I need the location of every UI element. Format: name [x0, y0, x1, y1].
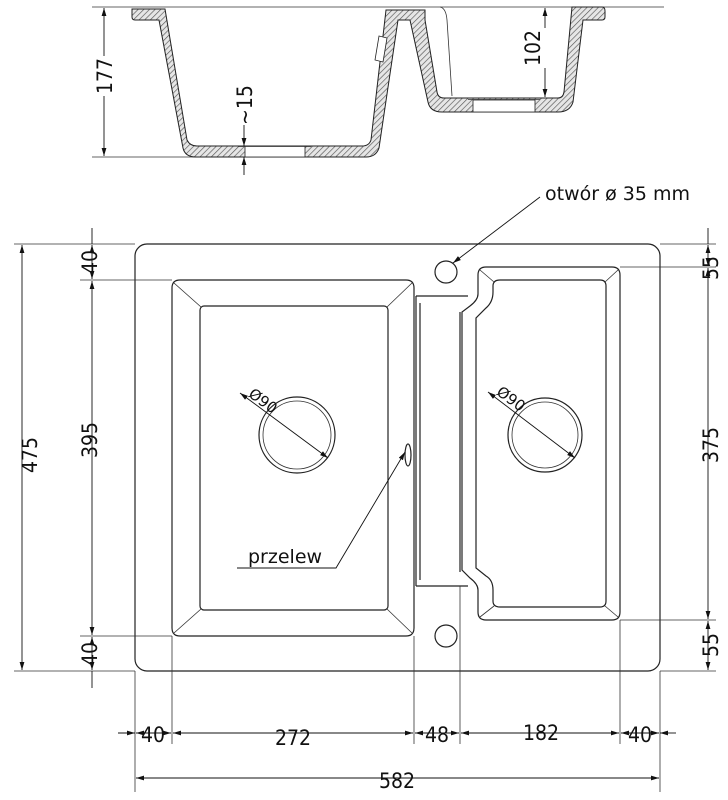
left-dim-top-margin: 40 [78, 250, 102, 274]
right-bowl: Ø90 [461, 266, 621, 621]
bottom-dimensions: 40 272 48 182 40 582 [118, 586, 676, 793]
total-width-label: 582 [379, 769, 415, 793]
right-dim-bottom-margin: 55 [699, 633, 723, 657]
right-dim-top-margin: 55 [699, 256, 723, 280]
overflow-hole [404, 443, 412, 467]
overflow-callout-leader [237, 451, 406, 569]
left-dim-bowl-height: 395 [78, 422, 102, 458]
middle-channel [415, 295, 468, 587]
bottom-dim-right-bowl: 182 [523, 721, 559, 745]
small-depth-label: 102 [521, 30, 545, 66]
bottom-thickness-label: ~15 [233, 85, 257, 125]
bottom-dim-middle: 48 [425, 723, 449, 747]
tap-hole-bottom [434, 624, 458, 648]
left-dimensions: 475 40 395 40 [14, 228, 172, 688]
overflow-opening [374, 35, 388, 63]
bottom-dim-left-bowl: 272 [275, 726, 311, 750]
left-drain-diameter-label: Ø90 [245, 385, 281, 418]
section-view: 177 102 ~15 [92, 6, 664, 175]
sink-cross-section [131, 6, 606, 158]
total-height-label: 475 [18, 437, 42, 473]
overflow-callout-label: przelew [248, 546, 322, 568]
right-dimensions: 55 375 55 [620, 228, 723, 672]
left-dim-bottom-margin: 40 [78, 642, 102, 666]
bottom-dim-left-margin: 40 [141, 723, 165, 747]
left-drain-opening [244, 145, 306, 158]
depth-total-label: 177 [93, 58, 117, 94]
right-dim-bowl-height: 375 [699, 427, 723, 463]
right-drain-opening [472, 99, 536, 113]
sink-outline [134, 243, 661, 672]
bottom-dim-right-margin: 40 [628, 723, 652, 747]
bowl-front-edge [439, 6, 453, 97]
hole-callout-label: otwór ø 35 mm [545, 183, 690, 205]
tap-hole-top [434, 260, 458, 284]
top-view: Ø90 Ø90 otwór ø 35 mm przelew [14, 183, 723, 793]
hole-callout-leader [452, 196, 541, 264]
left-bowl: Ø90 [171, 279, 415, 637]
